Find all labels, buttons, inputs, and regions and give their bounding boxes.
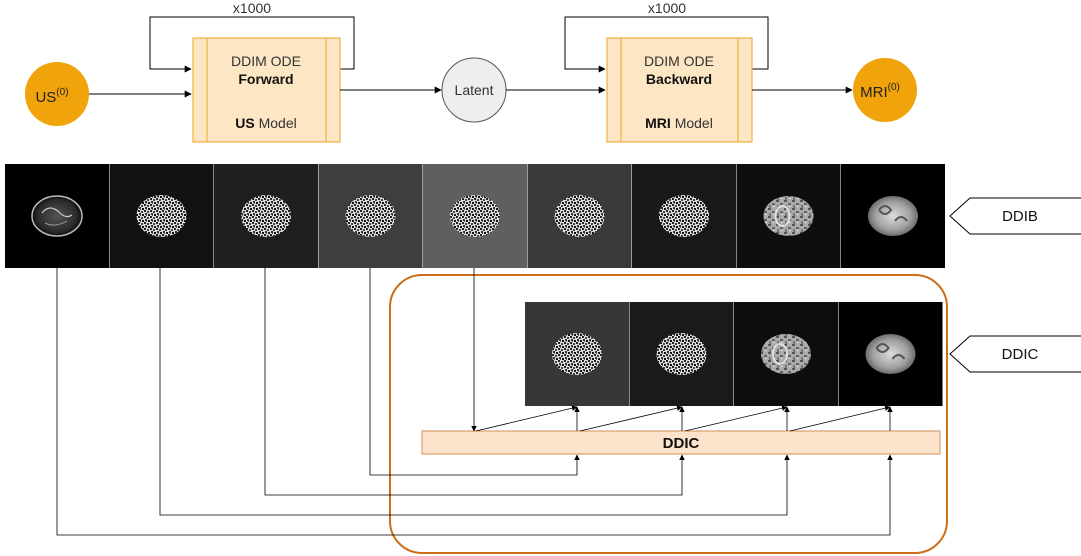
ddib-panel-8 — [841, 164, 945, 268]
ddib-to-ddic-connectors — [56, 268, 893, 536]
ddic-panel-0 — [525, 302, 629, 406]
ddib-panel-6 — [632, 164, 736, 268]
backward-loop-arrow — [564, 16, 769, 73]
noise-blob — [554, 195, 605, 237]
ddib-panel-5 — [527, 164, 632, 268]
mri-node-label: MRI(0) — [860, 82, 900, 101]
ddib-image-row — [5, 164, 945, 268]
us-node-label: US(0) — [35, 87, 68, 106]
noise-blob — [345, 195, 396, 237]
ddib-panel-0 — [5, 164, 109, 268]
backward-block-line2: Backward — [646, 71, 712, 87]
ddib-panel-4 — [423, 164, 527, 268]
ddic-panel-1 — [629, 302, 734, 406]
connector-step1 — [159, 268, 790, 516]
ddib-tag — [949, 197, 1081, 235]
noise-blob — [552, 333, 602, 375]
backward-block-model: MRI Model — [645, 115, 713, 131]
forward-block-line1: DDIM ODE — [231, 53, 301, 69]
us-brain — [31, 195, 83, 237]
ddib-panel-2 — [214, 164, 318, 268]
mri-brain — [868, 196, 918, 236]
connector-step3 — [369, 268, 580, 476]
ddic-panel-2 — [734, 302, 838, 406]
mri-node — [853, 58, 917, 122]
ddic-bar-to-image-connectors — [475, 405, 893, 432]
noise-blob — [241, 195, 291, 237]
us-node — [25, 62, 89, 126]
backward-loop-label: x1000 — [648, 0, 686, 16]
forward-loop-label: x1000 — [233, 0, 271, 16]
backward-block-line1: DDIM ODE — [644, 53, 714, 69]
ddib-panel-7 — [736, 164, 841, 268]
forward-block-model: US Model — [235, 115, 296, 131]
backward-block — [606, 37, 753, 143]
ddic-tag-label: DDIC — [1002, 346, 1039, 363]
noise-blob — [136, 195, 187, 237]
ddic-highlight-region — [389, 274, 948, 554]
mri-brain — [865, 334, 916, 374]
forward-loop-arrow — [149, 16, 355, 73]
ddic-bar-label: DDIC — [663, 435, 700, 452]
ddic-bar — [421, 430, 941, 455]
ddic-panel-3 — [838, 302, 943, 406]
connector-step2 — [264, 268, 685, 496]
ddib-panel-1 — [109, 164, 214, 268]
forward-block-line2: Forward — [238, 71, 293, 87]
noise-blob — [450, 195, 500, 237]
ddic-tag — [949, 335, 1081, 373]
noise-blob — [659, 195, 709, 237]
ddib-panel-3 — [318, 164, 423, 268]
latent-node-label: Latent — [455, 82, 494, 98]
ddic-image-row — [525, 302, 943, 406]
ddib-tag-label: DDIB — [1002, 208, 1038, 225]
noise-blob — [656, 333, 707, 375]
connector-us — [56, 268, 893, 536]
